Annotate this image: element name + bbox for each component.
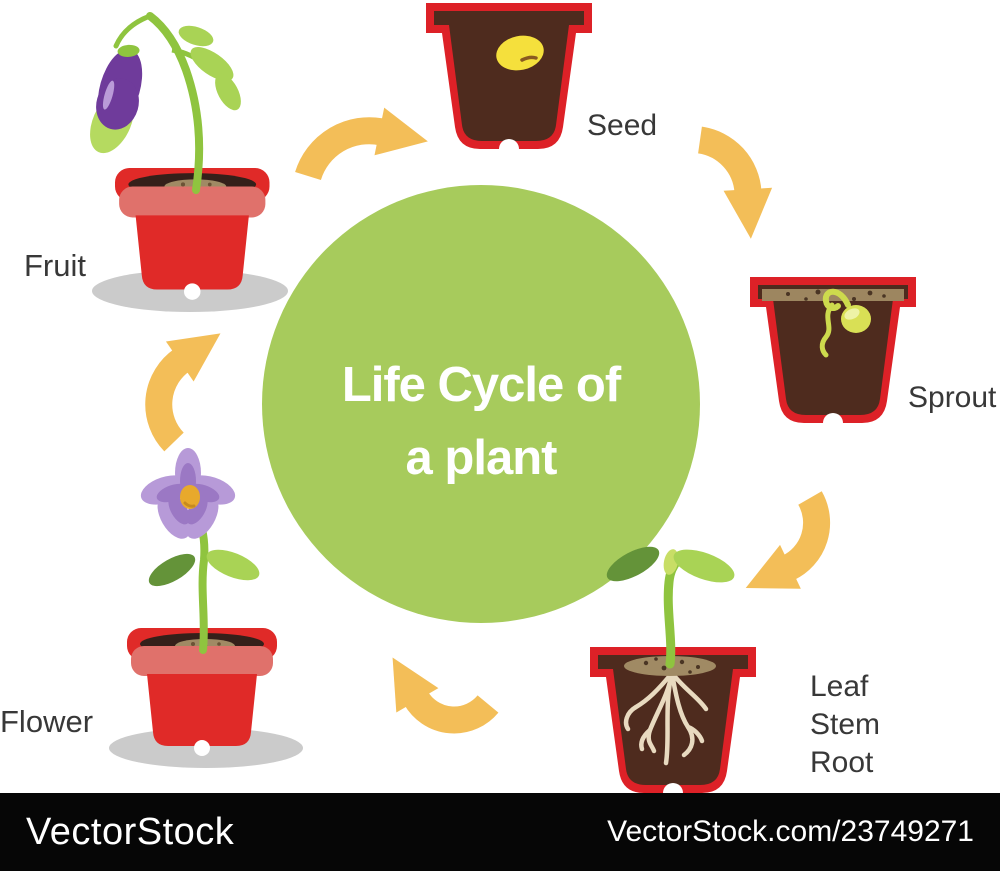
flower-leaf-left xyxy=(148,553,196,587)
fruit-plant-stem xyxy=(146,12,204,194)
fruit-plant-leaf xyxy=(190,47,234,81)
stage-label-fruit: Fruit xyxy=(24,248,86,283)
eggplant-icon xyxy=(96,44,143,130)
arrow-seed-to-sprout-icon xyxy=(697,126,773,239)
seedling-leaf-right xyxy=(673,549,735,583)
roots xyxy=(623,670,709,766)
fruit-plant-leaf xyxy=(215,73,241,111)
diagram-title: Life Cycle of a plant xyxy=(221,349,741,495)
fruit-pot-illustration xyxy=(90,12,288,312)
arrow-leaf-to-flower-icon xyxy=(392,657,499,734)
seed-pot-illustration xyxy=(426,3,592,159)
arrow-fruit-to-seed-icon xyxy=(295,107,428,181)
watermark-bar: VectorStock VectorStock.com/23749271 xyxy=(0,793,1000,871)
center-circle xyxy=(262,185,700,623)
leaf-stem-root-pot-illustration xyxy=(590,546,756,803)
stage-label-leaf-stem-root: Leaf Stem Root xyxy=(810,668,880,782)
stage-label-seed: Seed xyxy=(587,109,658,142)
stage-label-sprout: Sprout xyxy=(908,381,997,414)
sprout-pot-illustration xyxy=(750,277,916,433)
seedling-leaf-left xyxy=(606,546,660,582)
stage-label-leaf: Leaf xyxy=(810,670,869,703)
watermark-brand: VectorStock xyxy=(26,810,235,853)
arrow-sprout-to-leaf-icon xyxy=(745,491,831,589)
watermark-site-text: VectorStock.com/23749271 xyxy=(607,815,974,848)
stage-label-flower: Flower xyxy=(0,704,94,739)
flower-leaf-right xyxy=(206,549,260,581)
diagram-title-line1: Life Cycle of xyxy=(341,358,621,412)
sprout-root xyxy=(819,302,835,358)
seed-icon xyxy=(496,35,544,71)
stage-label-root: Root xyxy=(810,746,874,779)
arrow-flower-to-fruit-icon xyxy=(145,333,221,452)
stage-label-stem: Stem xyxy=(810,708,881,741)
flower-pot-illustration xyxy=(109,448,303,768)
flower-blossom-icon xyxy=(140,448,236,539)
sprout-shoot xyxy=(822,288,851,312)
diagram-title-line2: a plant xyxy=(405,431,558,485)
fruit-plant-leaf xyxy=(178,25,214,47)
